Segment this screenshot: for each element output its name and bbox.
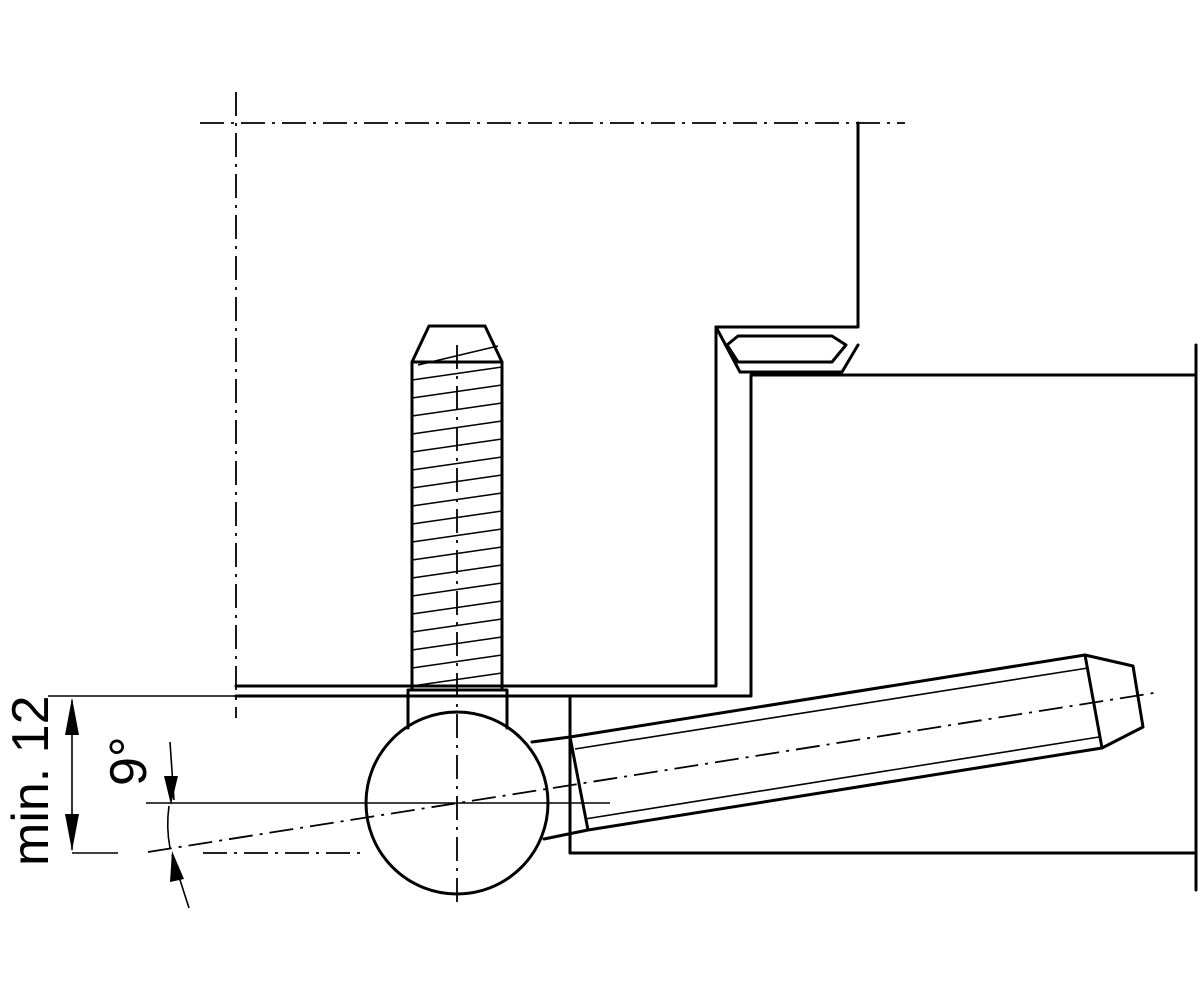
center-lines (146, 345, 1161, 905)
angle-dimension: 9° (100, 736, 190, 909)
gap-dimension: min. 12 (2, 695, 405, 866)
frame-profile (203, 343, 1198, 892)
frame-pin (530, 653, 1145, 841)
door-leaf-outline (200, 92, 905, 718)
angle-dimension-label: 9° (100, 736, 158, 786)
door-leaf-edge (234, 121, 1198, 698)
gap-dimension-label: min. 12 (2, 695, 60, 866)
